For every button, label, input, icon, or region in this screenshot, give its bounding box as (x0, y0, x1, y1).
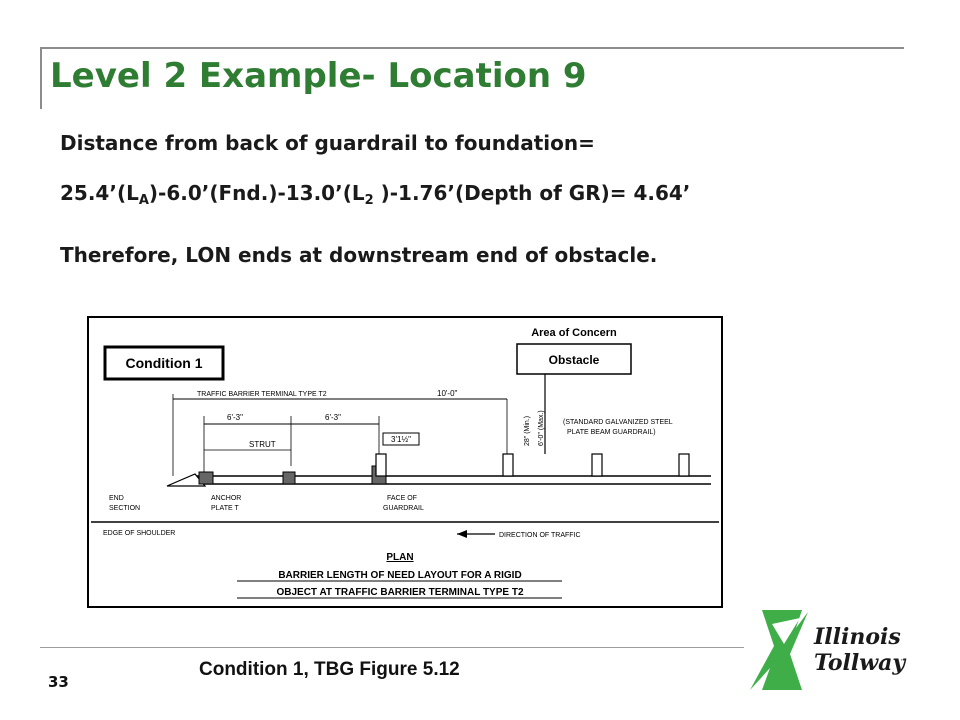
formula-part-1: 25.4’(L (60, 181, 139, 205)
illinois-tollway-logo: Illinois Tollway ™ (750, 610, 907, 690)
anchor-label-1: ANCHOR (211, 495, 241, 502)
anchor-post (198, 471, 214, 485)
height-min-label: 28" (Min.) (524, 416, 531, 446)
logo-text-tollway: Tollway (814, 650, 907, 676)
ten-foot-label: 10'-0" (437, 389, 458, 398)
figure-title-1: BARRIER LENGTH OF NEED LAYOUT FOR A RIGI… (278, 570, 521, 581)
guardrail-post-1 (375, 453, 387, 477)
area-of-concern-label: Area of Concern (531, 327, 617, 339)
face-label-2: GUARDRAIL (383, 505, 424, 512)
distance-formula: 25.4’(LA)-6.0’(Fnd.)-13.0’(L2 )-1.76’(De… (60, 181, 690, 208)
formula-subscript-2: 2 (364, 193, 374, 208)
small-dim-label: 3'1½" (391, 435, 411, 444)
figure-title-2: OBJECT AT TRAFFIC BARRIER TERMINAL TYPE … (276, 587, 523, 598)
guardrail-note-1: (STANDARD GALVANIZED STEEL (563, 419, 673, 426)
edge-label: EDGE OF SHOULDER (103, 530, 175, 537)
header-rule-top (40, 47, 904, 49)
guardrail-post-2 (502, 453, 514, 477)
dim-a-label: 6'-3" (227, 413, 243, 422)
obstacle-box (516, 343, 632, 375)
terminal-label: TRAFFIC BARRIER TERMINAL TYPE T2 (197, 391, 327, 398)
logo-mark-icon (750, 610, 808, 690)
terminal-post-2 (282, 471, 296, 485)
plan-label: PLAN (386, 552, 413, 563)
direction-label: DIRECTION OF TRAFFIC (499, 532, 581, 539)
dim-b-label: 6'-3" (325, 413, 341, 422)
strut-label: STRUT (249, 440, 276, 449)
header-rule-left (40, 47, 42, 109)
end-label-2: SECTION (109, 505, 140, 512)
logo-mark-highlight (772, 618, 800, 644)
end-label-1: END (109, 495, 124, 502)
slide-title: Level 2 Example- Location 9 (50, 56, 587, 96)
obstacle-label: Obstacle (549, 353, 600, 367)
guardrail-post-4 (678, 453, 690, 477)
condition-box (103, 345, 225, 381)
figure-caption: Condition 1, TBG Figure 5.12 (199, 659, 460, 680)
direction-arrow-head (457, 530, 467, 538)
height-max-label: 6'-0" (Max.) (538, 410, 545, 446)
small-dim-box (382, 432, 420, 446)
guardrail-note-2: PLATE BEAM GUARDRAIL) (567, 429, 656, 436)
condition-label: Condition 1 (126, 355, 203, 371)
logo-text-illinois: Illinois (813, 624, 901, 650)
page-number: 33 (48, 673, 69, 691)
formula-subscript-a: A (138, 193, 149, 208)
face-label-1: FACE OF (387, 495, 417, 502)
formula-part-3: )-1.76’(Depth of GR)= 4.64’ (373, 181, 691, 205)
guardrail-post-3 (591, 453, 603, 477)
conclusion-statement: Therefore, LON ends at downstream end of… (60, 243, 658, 267)
anchor-label-2: PLATE T (211, 505, 239, 512)
logo-trademark: ™ (900, 658, 907, 666)
distance-statement: Distance from back of guardrail to found… (60, 131, 595, 155)
formula-part-2: )-6.0’(Fnd.)-13.0’(L (148, 181, 365, 205)
footer-rule (40, 647, 744, 648)
barrier-layout-figure: Condition 1 Area of Concern Obstacle TRA… (87, 316, 723, 608)
